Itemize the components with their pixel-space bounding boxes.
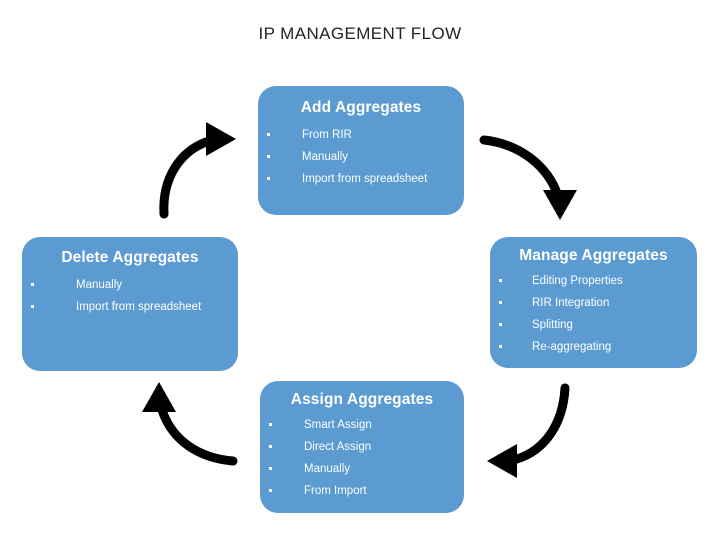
list-item-label: Manually bbox=[304, 463, 351, 476]
node-delete-title: Delete Aggregates bbox=[61, 249, 199, 266]
list-item-label: Import from spreadsheet bbox=[76, 301, 202, 314]
arrow-assign-to-delete-icon bbox=[142, 382, 238, 466]
list-item: Manually bbox=[22, 274, 238, 296]
node-assign-aggregates[interactable]: Assign Aggregates Smart Assign Direct As… bbox=[260, 381, 464, 513]
arrow-add-to-manage-icon bbox=[479, 135, 577, 220]
bullet-icon bbox=[31, 305, 34, 309]
list-item: Splitting bbox=[490, 314, 697, 336]
bullet-icon bbox=[269, 445, 272, 449]
arrow-manage-to-assign-icon bbox=[487, 383, 570, 478]
list-item-label: Import from spreadsheet bbox=[302, 173, 428, 186]
list-item-label: Splitting bbox=[532, 319, 573, 332]
list-item: Import from spreadsheet bbox=[22, 296, 238, 318]
list-item: From Import bbox=[260, 480, 464, 502]
bullet-icon bbox=[269, 423, 272, 427]
bullet-icon bbox=[499, 279, 502, 283]
bullet-icon bbox=[499, 301, 502, 305]
list-item: Re-aggregating bbox=[490, 336, 697, 358]
list-item: Editing Properties bbox=[490, 270, 697, 292]
bullet-icon bbox=[31, 283, 34, 287]
bullet-icon bbox=[499, 323, 502, 327]
node-delete-list: Manually Import from spreadsheet bbox=[22, 274, 238, 318]
arrow-delete-to-add-icon bbox=[159, 122, 236, 219]
list-item-label: From RIR bbox=[302, 129, 352, 142]
node-assign-list: Smart Assign Direct Assign Manually From… bbox=[260, 414, 464, 502]
list-item-label: Editing Properties bbox=[532, 275, 623, 288]
bullet-icon bbox=[269, 489, 272, 493]
list-item-label: Smart Assign bbox=[304, 419, 372, 432]
list-item-label: Manually bbox=[302, 151, 349, 164]
node-manage-list: Editing Properties RIR Integration Split… bbox=[490, 270, 697, 358]
list-item: Manually bbox=[260, 458, 464, 480]
list-item-label: Direct Assign bbox=[304, 441, 372, 454]
list-item: Import from spreadsheet bbox=[258, 168, 464, 190]
bullet-icon bbox=[267, 177, 270, 181]
list-item-label: From Import bbox=[304, 485, 367, 498]
page-title: IP MANAGEMENT FLOW bbox=[258, 24, 462, 43]
bullet-icon bbox=[269, 467, 272, 471]
node-manage-title: Manage Aggregates bbox=[519, 247, 668, 264]
list-item-label: RIR Integration bbox=[532, 297, 610, 310]
list-item-label: Re-aggregating bbox=[532, 341, 612, 354]
node-assign-title: Assign Aggregates bbox=[290, 391, 434, 408]
bullet-icon bbox=[267, 155, 270, 159]
node-add-title: Add Aggregates bbox=[300, 99, 422, 116]
node-manage-aggregates[interactable]: Manage Aggregates Editing Properties RIR… bbox=[490, 237, 697, 368]
bullet-icon bbox=[267, 133, 270, 137]
list-item: Manually bbox=[258, 146, 464, 168]
list-item: From RIR bbox=[258, 124, 464, 146]
list-item: Direct Assign bbox=[260, 436, 464, 458]
node-delete-aggregates[interactable]: Delete Aggregates Manually Import from s… bbox=[22, 237, 238, 371]
list-item-label: Manually bbox=[76, 279, 123, 292]
list-item: Smart Assign bbox=[260, 414, 464, 436]
node-add-aggregates[interactable]: Add Aggregates From RIR Manually Import … bbox=[258, 86, 464, 215]
node-add-list: From RIR Manually Import from spreadshee… bbox=[258, 124, 464, 190]
list-item: RIR Integration bbox=[490, 292, 697, 314]
bullet-icon bbox=[499, 345, 502, 349]
